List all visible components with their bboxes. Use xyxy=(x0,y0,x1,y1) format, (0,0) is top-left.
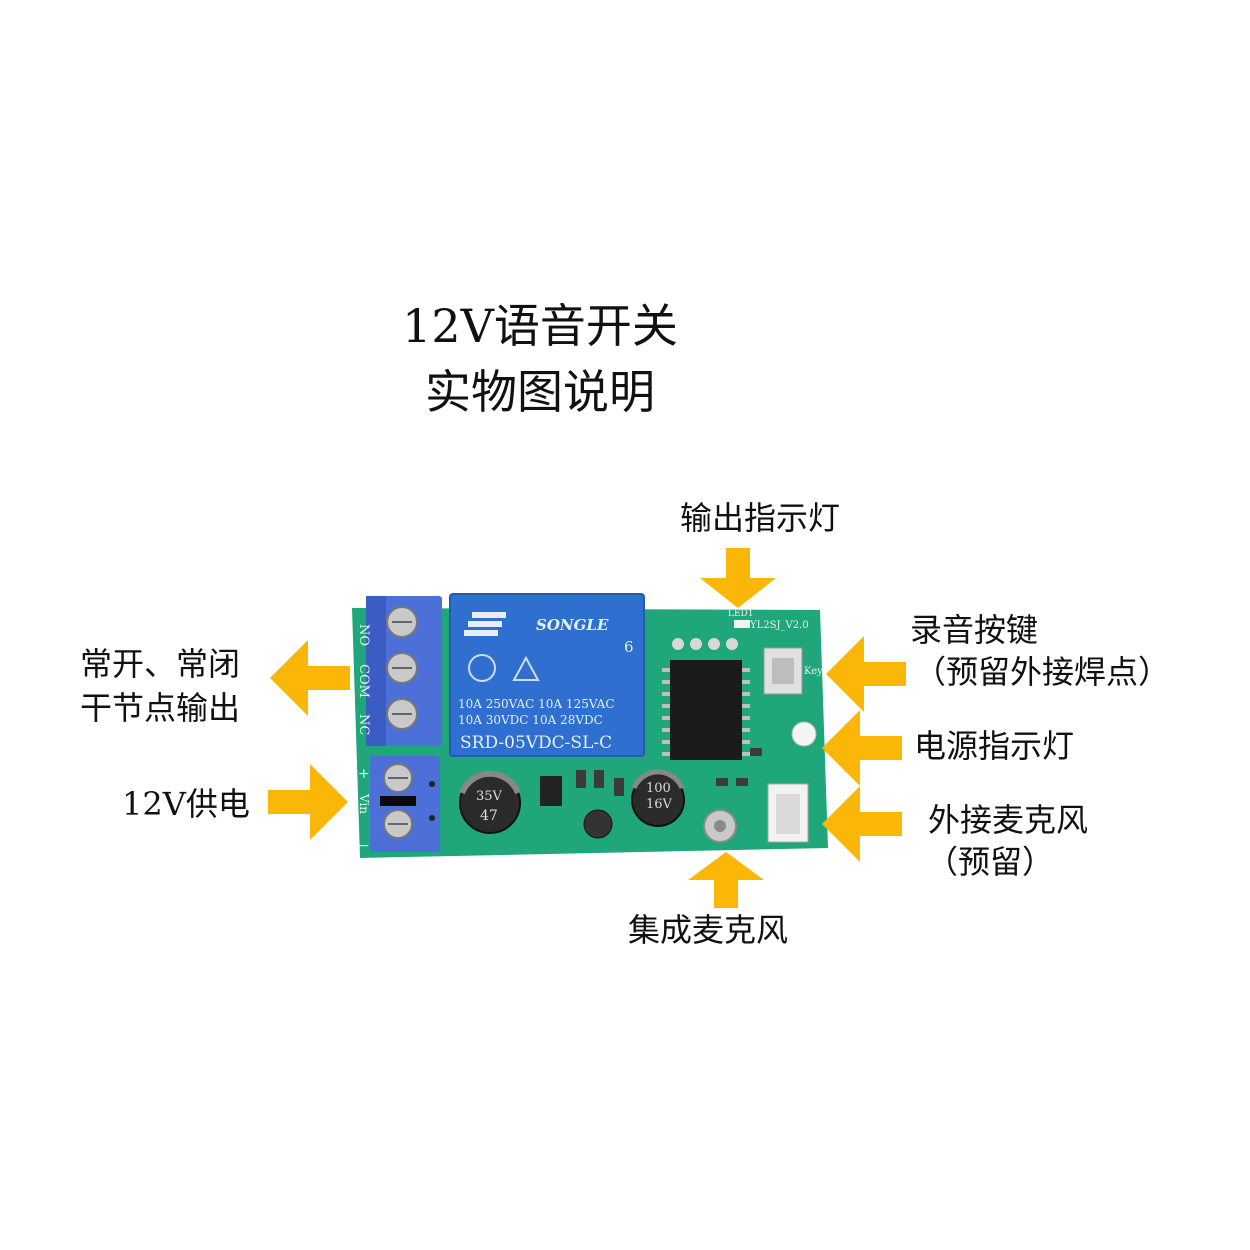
capacitor-100uf xyxy=(631,769,685,827)
title-line-2: 实物图说明 xyxy=(425,365,655,419)
label-output-led: 输出指示灯 xyxy=(680,499,841,537)
regulator-chip xyxy=(540,776,562,806)
terminal-minus-label: − xyxy=(358,838,370,854)
arrow-left-relay-output xyxy=(270,640,350,716)
terminal-no-label: NO xyxy=(356,624,371,646)
arrow-left-power-led xyxy=(822,710,902,786)
terminal-com-label: COM xyxy=(356,664,371,698)
led1-silkscreen: LED1 xyxy=(728,609,754,619)
label-integrated-mic: 集成麦克风 xyxy=(628,911,789,949)
label-relay-output: 常开、常闭 xyxy=(80,645,241,683)
inductor xyxy=(583,809,613,839)
voice-ic xyxy=(662,660,750,760)
cap1-value: 47 xyxy=(480,808,498,824)
arrow-up-integrated-mic xyxy=(688,852,764,908)
relay: SONGLE 6 10A 250VAC 10A 125VAC 10A 30VDC… xyxy=(449,593,645,757)
label-record-key-note: （预留外接焊点） xyxy=(914,653,1171,691)
arrow-down-output-led xyxy=(700,548,776,608)
power-led xyxy=(791,721,817,747)
board-id: DYL2SJ_V2.0 xyxy=(742,620,809,631)
terminal-nc-label: NC xyxy=(356,714,371,735)
cap2-voltage: 16V xyxy=(646,797,673,812)
title-line-1: 12V语音开关 xyxy=(402,299,678,353)
relay-rating-2: 10A 30VDC 10A 28VDC xyxy=(458,713,603,727)
output-led xyxy=(734,620,750,628)
label-power-supply: 12V供电 xyxy=(122,785,250,823)
terminal-vin-label: Vin xyxy=(357,793,371,814)
label-ext-mic: 外接麦克风 xyxy=(928,801,1089,839)
cap2-value: 100 xyxy=(646,781,671,796)
ext-mic-connector xyxy=(767,783,809,843)
label-relay-output-type: 干节点输出 xyxy=(80,689,241,727)
relay-model: SRD-05VDC-SL-C xyxy=(460,733,612,753)
relay-output-terminal xyxy=(366,596,442,746)
label-ext-mic-note: （预留） xyxy=(926,843,1055,881)
record-key xyxy=(763,647,803,695)
arrow-left-record-key xyxy=(826,636,906,712)
label-record-key: 录音按键 xyxy=(910,611,1039,649)
relay-rating-1: 10A 250VAC 10A 125VAC xyxy=(458,697,615,711)
power-terminal xyxy=(370,756,440,852)
header-pads xyxy=(672,638,738,650)
label-power-led: 电源指示灯 xyxy=(914,727,1075,765)
capacitor-47uf xyxy=(459,770,521,834)
relay-pin-number: 6 xyxy=(624,638,634,656)
cap1-voltage: 35V xyxy=(476,789,503,804)
key-silkscreen: Key xyxy=(804,666,823,677)
arrow-right-power-supply xyxy=(268,764,348,840)
relay-brand: SONGLE xyxy=(536,616,609,634)
pcb-board: NO COM NC + Vin − SONGLE 6 10A 250VAC 10… xyxy=(352,593,828,858)
arrow-left-ext-mic xyxy=(822,786,902,862)
terminal-plus-label: + xyxy=(358,766,370,782)
